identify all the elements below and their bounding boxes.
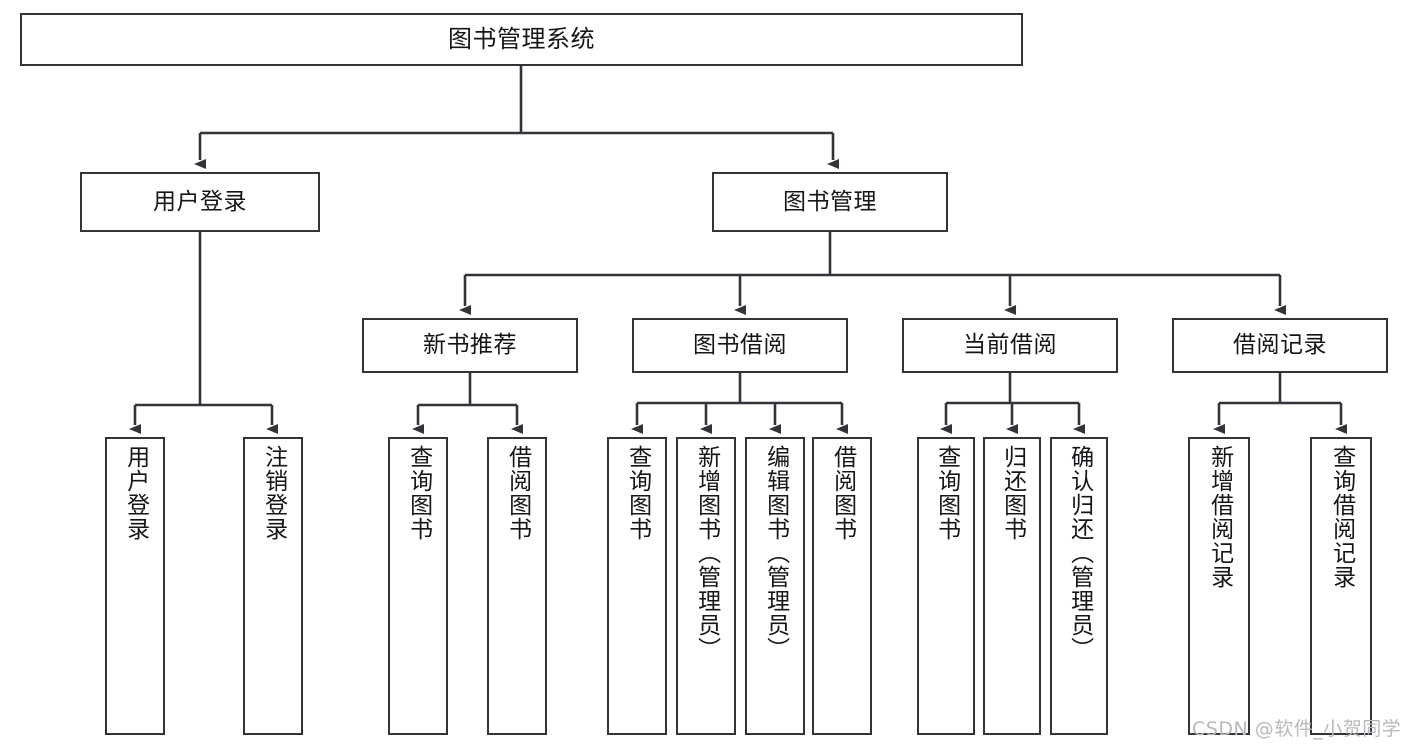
node-user-login[interactable]: 用户登录 <box>80 172 320 232</box>
leaf-borrow-book-recommend[interactable]: 借阅图书 <box>487 437 547 735</box>
leaf-return-book[interactable]: 归还图书 <box>983 437 1041 735</box>
leaf-label: 查询图书 <box>933 445 960 541</box>
leaf-label: 查询图书 <box>405 445 432 541</box>
leaf-label: 借阅图书 <box>504 445 531 541</box>
node-root[interactable]: 图书管理系统 <box>20 13 1023 66</box>
node-current-borrow-label: 当前借阅 <box>963 332 1057 359</box>
leaf-query-book-current[interactable]: 查询图书 <box>917 437 975 735</box>
node-book-borrow[interactable]: 图书借阅 <box>632 318 848 373</box>
leaf-label: 归还图书 <box>999 445 1026 541</box>
node-root-label: 图书管理系统 <box>448 24 595 53</box>
node-new-book-recommendation[interactable]: 新书推荐 <box>362 318 578 373</box>
node-book-management-label: 图书管理 <box>783 188 877 215</box>
leaf-label: 新增借阅记录 <box>1206 445 1233 589</box>
leaf-query-borrow-record[interactable]: 查询借阅记录 <box>1310 437 1372 735</box>
node-new-book-recommendation-label: 新书推荐 <box>423 332 517 359</box>
leaf-label: 注销登录 <box>260 445 287 541</box>
watermark: CSDN @软件_小贺同学 <box>1192 718 1402 740</box>
leaf-add-borrow-record[interactable]: 新增借阅记录 <box>1188 437 1250 735</box>
leaf-label: 确认归还（管理员） <box>1066 445 1093 661</box>
leaf-borrow-book[interactable]: 借阅图书 <box>812 437 872 735</box>
leaf-query-book-recommend[interactable]: 查询图书 <box>388 437 448 735</box>
node-book-borrow-label: 图书借阅 <box>693 332 787 359</box>
node-borrow-records-label: 借阅记录 <box>1233 332 1327 359</box>
node-borrow-records[interactable]: 借阅记录 <box>1172 318 1388 373</box>
leaf-label: 新增图书（管理员） <box>693 445 720 661</box>
leaf-label: 查询借阅记录 <box>1328 445 1355 589</box>
leaf-label: 查询图书 <box>624 445 651 541</box>
leaf-add-book-admin[interactable]: 新增图书（管理员） <box>676 437 736 735</box>
leaf-label: 用户登录 <box>122 445 149 541</box>
node-book-management[interactable]: 图书管理 <box>712 172 948 232</box>
leaf-confirm-return-admin[interactable]: 确认归还（管理员） <box>1050 437 1108 735</box>
leaf-edit-book-admin[interactable]: 编辑图书（管理员） <box>745 437 805 735</box>
leaf-label: 借阅图书 <box>829 445 856 541</box>
node-current-borrow[interactable]: 当前借阅 <box>902 318 1118 373</box>
leaf-query-book-borrow[interactable]: 查询图书 <box>607 437 667 735</box>
leaf-user-login[interactable]: 用户登录 <box>105 437 165 735</box>
node-user-login-label: 用户登录 <box>153 188 247 215</box>
leaf-label: 编辑图书（管理员） <box>762 445 789 661</box>
leaf-logout[interactable]: 注销登录 <box>243 437 303 735</box>
